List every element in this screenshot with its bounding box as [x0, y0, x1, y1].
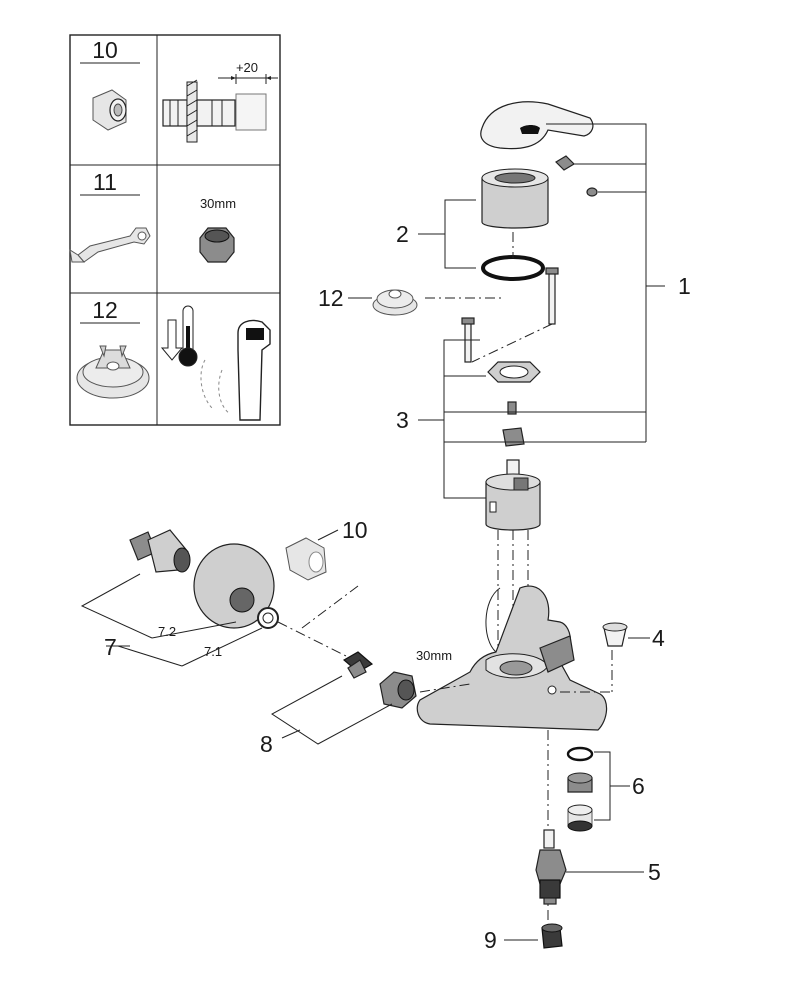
- callout-4: 4: [652, 625, 665, 651]
- lever-handle-icon: [200, 319, 271, 421]
- flow-nozzle: [567, 804, 593, 832]
- callout-3: 3: [396, 407, 409, 433]
- lever-handle: [480, 101, 594, 150]
- temperature-limiter: [372, 289, 418, 316]
- nut-size-label: 30mm: [200, 196, 236, 211]
- callout-5: 5: [648, 859, 661, 885]
- temperature-limiter-icon: [76, 345, 150, 399]
- check-valve: [567, 772, 593, 793]
- screw-cap: [586, 187, 598, 197]
- seal-ring: [566, 746, 594, 762]
- legend-number-11: 11: [93, 169, 117, 195]
- callout-6: 6: [632, 773, 645, 799]
- extension-reducer: [285, 537, 327, 581]
- callout-12: 12: [318, 285, 344, 311]
- knob-insert: [541, 923, 563, 949]
- callout-2: 2: [396, 221, 409, 247]
- grub-screw: [555, 155, 575, 171]
- retaining-ring: [487, 361, 541, 383]
- callout-9: 9: [484, 927, 497, 953]
- callout-1: 1: [678, 273, 691, 299]
- mounting-bolts: [461, 267, 559, 363]
- diverter-cartridge: [535, 829, 567, 905]
- legend-number-10: 10: [92, 37, 118, 63]
- legend-box: 10 +20 11: [69, 34, 281, 426]
- callout-7-1: 7.1: [204, 644, 222, 659]
- callout-7-2: 7.2: [158, 624, 176, 639]
- connecting-nipple: [342, 651, 374, 679]
- callout-8: 8: [260, 731, 273, 757]
- o-ring: [481, 255, 545, 281]
- adapter-piece: [502, 427, 525, 447]
- callout-10: 10: [342, 517, 368, 543]
- union-nut: [379, 671, 417, 709]
- plug-cap: [602, 622, 628, 647]
- s-union-connector: [129, 529, 191, 573]
- callout-7: 7: [104, 634, 117, 660]
- mixer-body: [416, 585, 608, 731]
- thermometer-icon: [160, 305, 198, 367]
- wall-flange: [193, 543, 275, 629]
- hex-nut-icon: [199, 227, 235, 263]
- extension-length-label: +20: [236, 60, 258, 75]
- union-nut-size: 30mm: [416, 648, 452, 663]
- mixing-cartridge: [485, 459, 541, 531]
- flat-washer: [257, 607, 279, 629]
- small-screw: [507, 401, 517, 415]
- reducer-fitting-icon: [92, 89, 127, 131]
- legend-number-12: 12: [92, 297, 118, 323]
- cover-sleeve: [481, 168, 549, 229]
- wrench-icon: [69, 227, 151, 263]
- extension-fitting-icon: +20: [162, 60, 278, 143]
